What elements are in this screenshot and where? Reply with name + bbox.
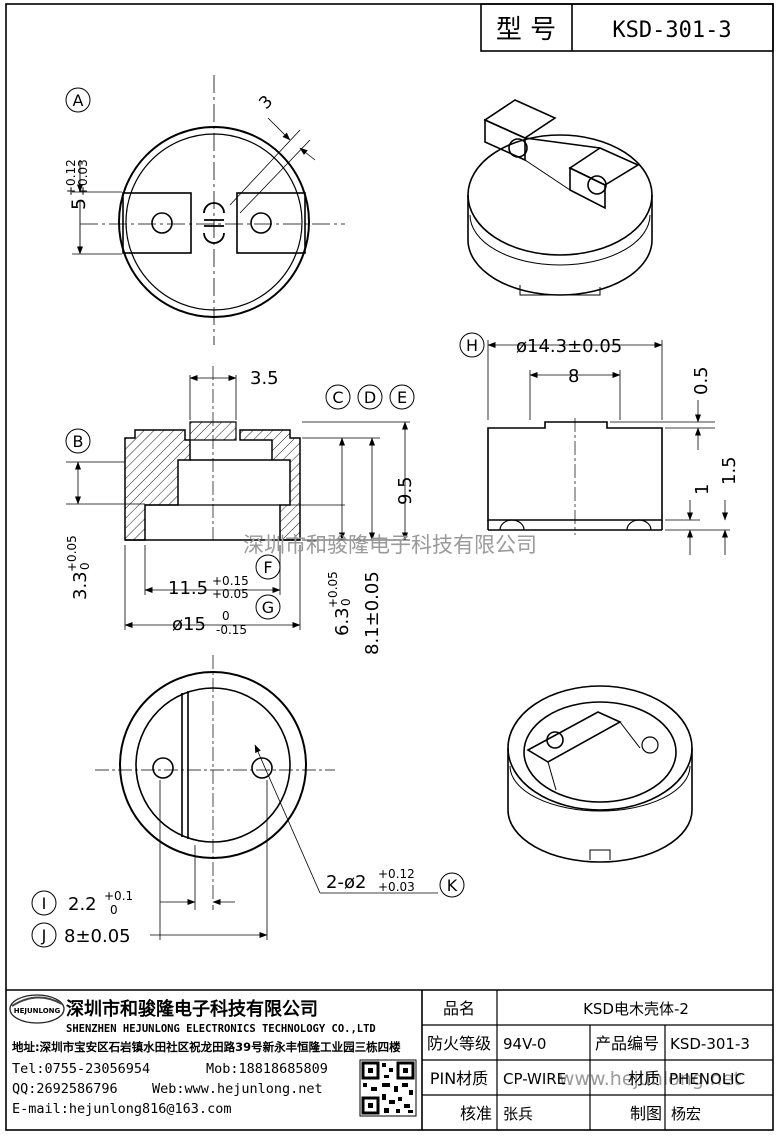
dim-total-height: 8.1±0.05 — [362, 571, 383, 655]
watermark-company: 深圳市和骏隆电子科技有限公司 — [243, 533, 537, 557]
watermark-site: www.hejunlong.net — [559, 1068, 741, 1090]
company-logo: HEJUNLONG — [9, 994, 65, 1024]
dim-outer-dia-tol-upper: 0 — [222, 609, 230, 623]
datum-a: A — [73, 91, 84, 110]
dim-depth-tol-lower: 0 — [339, 598, 353, 606]
datum-b: B — [73, 432, 84, 451]
dim-hole-dia: 2-ø2 — [326, 872, 366, 893]
product-value: KSD电木壳体-2 — [583, 1000, 689, 1018]
dim-side-foot-2: 1.5 — [719, 456, 740, 485]
dim-hole-spacing: 2.2 — [68, 894, 97, 915]
title-block-cells: 品名 KSD电木壳体-2 防火等级 94V-0 产品编号 KSD-301-3 P… — [427, 999, 750, 1123]
dim-body-height: 9.5 — [395, 476, 416, 505]
draw-value: 杨宏 — [671, 1105, 701, 1123]
datum-d: D — [364, 388, 376, 407]
dim-hole-dia-tol-upper: +0.12 — [378, 867, 415, 881]
company-name-cn: 深圳市和骏隆电子科技有限公司 — [66, 998, 318, 1020]
logo-text: HEJUNLONG — [14, 1007, 61, 1015]
dim-top-height-tol-lower: +0.03 — [76, 159, 90, 196]
check-label: 核准 — [460, 1104, 492, 1123]
datum-e: E — [397, 388, 407, 407]
iso-view-bottom — [507, 685, 693, 863]
dim-side-dia: ø14.3±0.05 — [516, 336, 622, 357]
bottom-view-labels: I 2.2 +0.1 0 J 8±0.05 2-ø2 +0.12 +0.03 K — [31, 867, 465, 948]
model-header: 型 号 KSD-301-3 — [480, 3, 774, 52]
side-view — [487, 340, 730, 555]
material-value: PHENOLIC — [669, 1070, 745, 1088]
dim-hole-dia-tol-lower: +0.03 — [378, 880, 415, 894]
dim-top-height: 5 — [68, 198, 90, 210]
model-label: 型 号 — [496, 15, 556, 45]
company-tel: Tel:0755-23056954 — [12, 1061, 150, 1077]
datum-h: H — [466, 336, 478, 355]
datum-k: K — [447, 876, 458, 895]
dim-depth: 6.3 — [332, 607, 353, 636]
datum-c: C — [332, 388, 343, 407]
material-label: 材质 — [628, 1069, 660, 1088]
company-web: Web:www.hejunlong.net — [152, 1081, 323, 1097]
dim-side-foot-1: 1 — [692, 484, 713, 495]
company-name-en: SHENZHEN HEJUNLONG ELECTRONICS TECHNOLOG… — [66, 1023, 376, 1035]
qr-code — [359, 1059, 417, 1117]
datum-i: I — [42, 894, 47, 913]
dim-inner-dia-tol-lower: +0.05 — [212, 587, 249, 601]
datum-j: J — [41, 926, 47, 945]
dim-sec-top-width: 3.5 — [250, 368, 279, 389]
datum-f: F — [263, 558, 272, 577]
dim-depth-tol-upper: +0.05 — [326, 571, 340, 608]
dim-pin-pitch: 8±0.05 — [64, 926, 131, 947]
model-value: KSD-301-3 — [612, 18, 731, 43]
dim-sec-height: 3.3 — [70, 571, 91, 600]
dim-outer-dia: ø15 — [172, 614, 206, 635]
dim-side-slot: 8 — [568, 366, 579, 387]
sheet-border — [5, 3, 774, 1131]
dim-hole-spacing-tol-lower: 0 — [110, 903, 118, 917]
code-label: 产品编号 — [595, 1034, 659, 1053]
side-view-labels: H ø14.3±0.05 8 0.5 1 1.5 — [459, 332, 740, 495]
code-value: KSD-301-3 — [670, 1035, 750, 1053]
top-view-labels: A 5 +0.12 +0.03 3 — [64, 87, 277, 210]
dim-inner-dia: 11.5 — [168, 578, 208, 599]
pin-label: PIN材质 — [430, 1069, 488, 1088]
draw-label: 制图 — [630, 1104, 662, 1123]
dim-sec-height-tol-upper: +0.05 — [65, 535, 79, 572]
section-view-labels: 3.5 C D E B 3.3 +0.05 0 11.5 +0.15 +0.05… — [65, 368, 416, 655]
company-info: HEJUNLONG 深圳市和骏隆电子科技有限公司 SHENZHEN HEJUNL… — [9, 994, 401, 1117]
company-address: 地址:深圳市宝安区石岩镇水田社区祝龙田路39号新永丰恒隆工业园三栋四楼 — [12, 1040, 401, 1054]
dim-side-step: 0.5 — [691, 366, 712, 395]
dim-sec-height-tol-lower: 0 — [78, 562, 92, 570]
company-mob: Mob:18818685809 — [206, 1061, 328, 1077]
datum-g: G — [262, 598, 274, 617]
top-view — [72, 75, 345, 345]
check-value: 张兵 — [503, 1105, 533, 1123]
pin-value: CP-WIRE — [503, 1070, 566, 1088]
dim-hole-spacing-tol-upper: +0.1 — [104, 889, 133, 903]
fire-label: 防火等级 — [427, 1034, 491, 1053]
company-email: E-mail:hejunlong816@163.com — [12, 1101, 231, 1117]
section-view — [66, 366, 410, 630]
dim-top-height-tol-upper: +0.12 — [64, 159, 78, 196]
title-block — [6, 989, 773, 1130]
company-qq: QQ:2692586796 — [12, 1081, 118, 1097]
dim-outer-dia-tol-lower: -0.15 — [216, 623, 247, 637]
iso-view-top — [467, 99, 653, 296]
fire-value: 94V-0 — [503, 1035, 546, 1053]
dim-slot-width: 3 — [255, 92, 277, 114]
bottom-view — [95, 655, 438, 940]
dim-inner-dia-tol-upper: +0.15 — [212, 574, 249, 588]
product-label: 品名 — [443, 999, 475, 1018]
